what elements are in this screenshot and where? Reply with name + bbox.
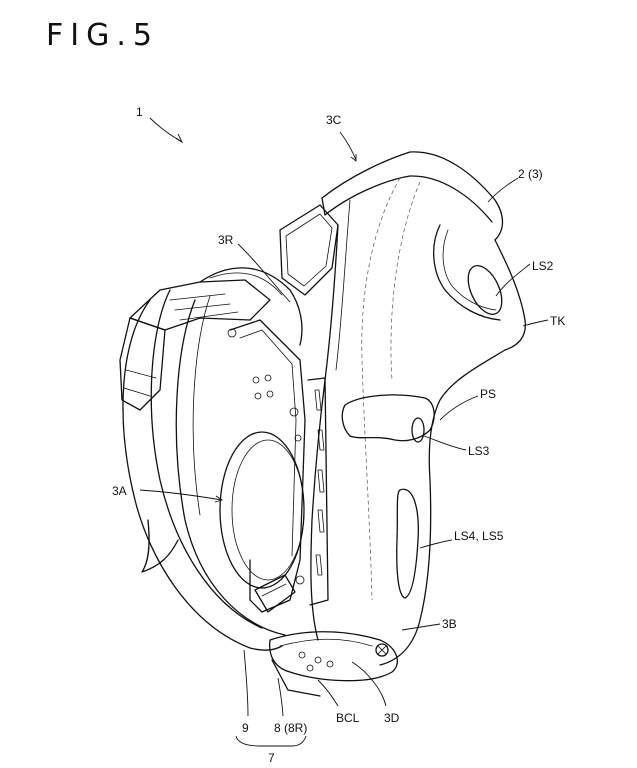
- label-trigger: TK: [550, 314, 565, 328]
- label-band: 9: [242, 721, 249, 735]
- round-pad: [219, 431, 305, 589]
- label-sensor-3: LS3: [468, 444, 490, 458]
- label-device: 1: [136, 105, 143, 119]
- label-upper-case: 3C: [326, 113, 342, 127]
- label-assembly: 7: [268, 751, 275, 765]
- figure-title: FIG.5: [46, 18, 159, 53]
- reference-labels: 1 3C 2 (3) 3R LS2 TK PS LS3 3A LS4, LS5 …: [112, 105, 565, 765]
- label-pressure-sensor: PS: [480, 387, 496, 401]
- leader-lines: [139, 117, 549, 747]
- strap-band: [119, 267, 303, 651]
- mounting-plate: [227, 319, 306, 613]
- label-strap: 8 (8R): [274, 721, 307, 735]
- label-right-face: 3R: [218, 233, 234, 247]
- main-housing: [269, 151, 526, 697]
- label-sensor-2: LS2: [532, 259, 554, 273]
- label-sensors-4-5: LS4, LS5: [454, 529, 504, 543]
- label-main-body: 2 (3): [518, 167, 543, 181]
- label-battery-cover: BCL: [336, 711, 360, 725]
- label-bottom-face: 3D: [384, 711, 400, 725]
- label-left-face: 3A: [112, 484, 127, 498]
- label-bottom: 3B: [442, 617, 457, 631]
